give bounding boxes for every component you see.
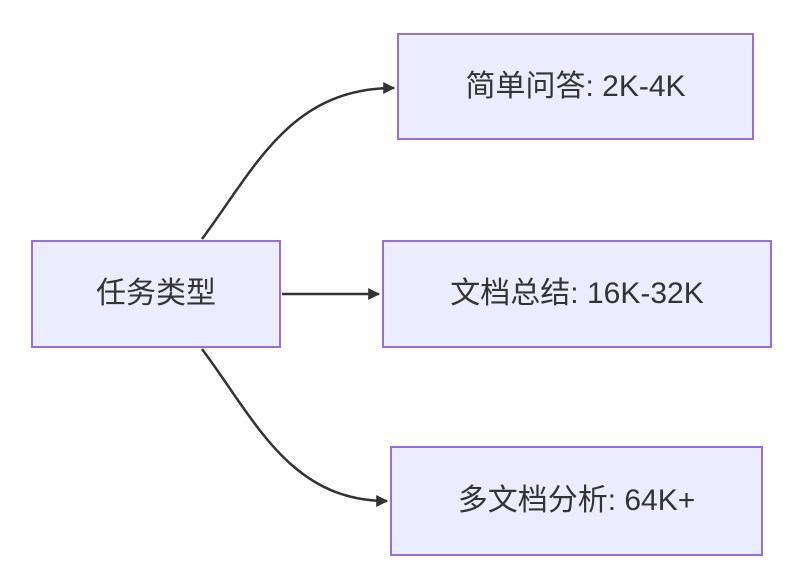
node-task-type: 任务类型: [31, 240, 281, 348]
node-simple-qa-label: 简单问答: 2K-4K: [465, 69, 686, 103]
edge-task-type-to-simple-qa: [200, 82, 396, 240]
node-simple-qa: 简单问答: 2K-4K: [397, 33, 754, 140]
node-doc-summary: 文档总结: 16K-32K: [382, 240, 772, 348]
node-doc-summary-label: 文档总结: 16K-32K: [450, 277, 704, 310]
node-multi-doc-analysis: 多文档分析: 64K+: [390, 446, 763, 556]
edge-task-type-to-multi-doc-analysis: [200, 348, 389, 507]
node-task-type-label: 任务类型: [96, 277, 216, 310]
node-multi-doc-analysis-label: 多文档分析: 64K+: [457, 484, 696, 517]
